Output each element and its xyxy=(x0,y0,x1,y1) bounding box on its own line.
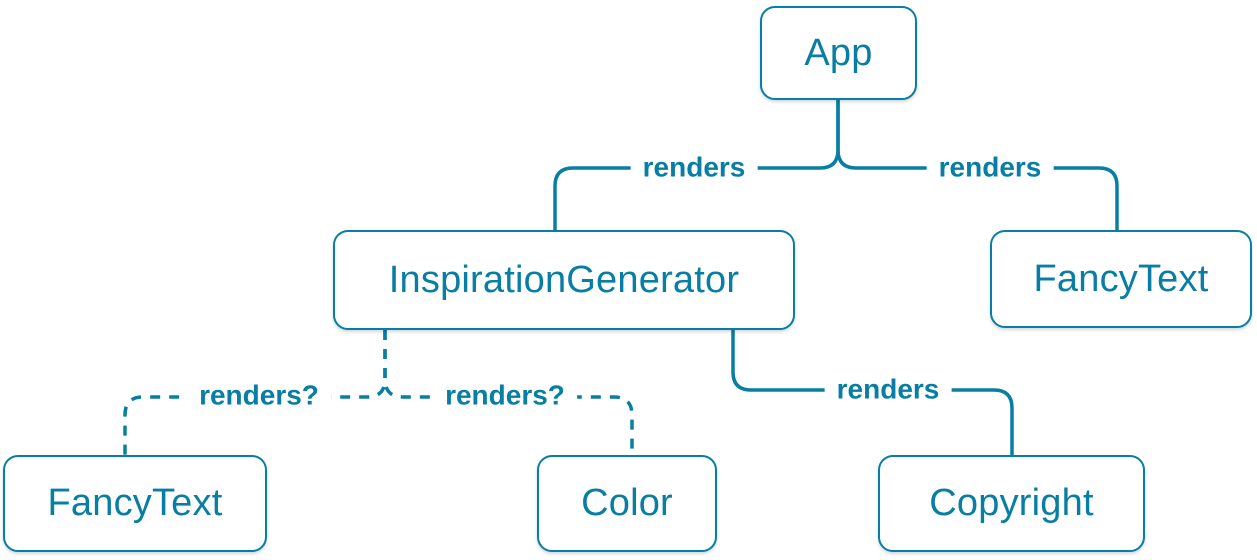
node-color-label: Color xyxy=(581,482,673,524)
node-fancy-text-bottom: FancyText xyxy=(3,455,267,552)
edge-label-renders: renders xyxy=(630,152,758,184)
node-copyright: Copyright xyxy=(878,455,1145,552)
node-fancy-text-top-label: FancyText xyxy=(1033,257,1209,300)
edge-inspirationgenerator-color xyxy=(383,330,634,455)
edge-label-renders: renders xyxy=(926,152,1054,184)
node-fancy-text-bottom-label: FancyText xyxy=(47,482,223,524)
node-color: Color xyxy=(537,455,717,552)
edge-label-renders-maybe: renders? xyxy=(187,380,331,412)
node-inspiration-generator-label: InspirationGenerator xyxy=(388,258,740,301)
node-copyright-label: Copyright xyxy=(929,482,1094,524)
node-app-label: App xyxy=(804,31,873,74)
edge-label-renders: renders xyxy=(824,374,952,406)
node-inspiration-generator: InspirationGenerator xyxy=(333,230,795,330)
edge-label-renders-maybe: renders? xyxy=(433,380,577,412)
node-app: App xyxy=(760,6,917,100)
node-fancy-text-top: FancyText xyxy=(990,230,1252,328)
